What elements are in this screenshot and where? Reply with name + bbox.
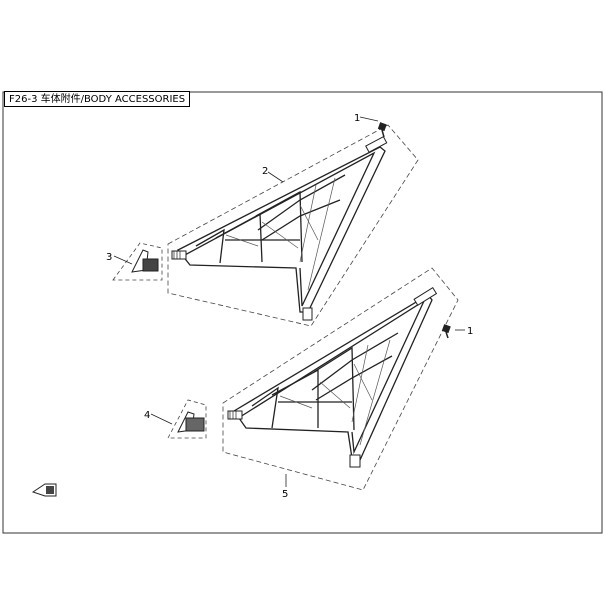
lower-group-outline [222,267,459,491]
upper-bottom-end-fitting [302,307,313,321]
clip-part-4 [167,399,207,439]
clip-part-3 [112,242,163,281]
upper-left-end-fitting [171,250,187,260]
diagram-title: F26-3 车体附件/BODY ACCESSORIES [4,91,191,107]
upper-side-net-group [167,124,419,327]
callout-4: 4 [144,410,150,421]
callout-5: 5 [282,489,288,500]
callout-1-upper: 1 [354,113,360,124]
callout-1-lower: 1 [467,326,473,337]
lower-side-net-group [222,267,459,491]
lower-net-mesh [279,339,391,446]
bolt-upper [377,122,387,138]
front-direction-arrow-icon [31,483,57,497]
lower-top-end-fitting [413,286,438,306]
callout-3: 3 [106,252,112,263]
upper-net-mesh [225,177,336,291]
upper-top-end-fitting [365,135,388,153]
lower-frame-tube [233,294,433,461]
bolt-lower [441,324,451,339]
drawing-frame [2,91,603,534]
lower-left-end-fitting [227,410,243,420]
callout-2: 2 [262,166,268,177]
callout-leaders [113,116,465,487]
upper-group-outline [167,124,419,327]
upper-frame-tube [176,146,386,313]
lower-bottom-end-fitting [349,454,361,468]
